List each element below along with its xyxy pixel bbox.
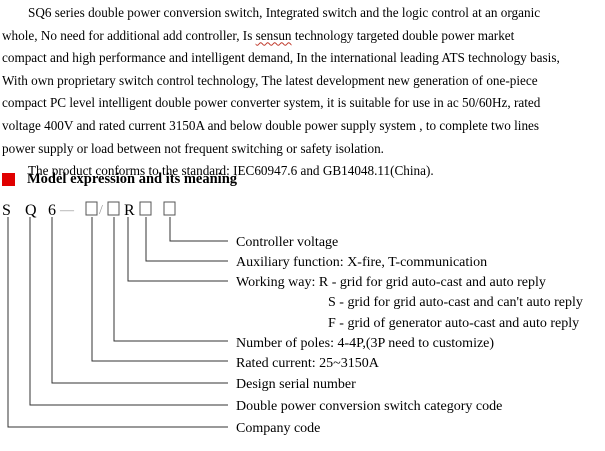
leader-controller-voltage xyxy=(169,217,228,242)
intro-line-4: With own proprietary switch control tech… xyxy=(2,72,538,88)
intro-line-1: SQ6 series double power conversion switc… xyxy=(28,5,541,20)
leader-poles-box xyxy=(91,217,228,362)
label-working-way-f: F - grid of generator auto-cast and auto… xyxy=(328,316,579,331)
label-company-code: Company code xyxy=(236,421,320,436)
leader-design-serial xyxy=(51,217,228,384)
leader-auxiliary-function xyxy=(145,217,228,262)
standard-line: The product conforms to the standard: IE… xyxy=(28,163,434,179)
code-letter-q: Q xyxy=(25,202,37,219)
label-rated-current: Rated current: 25~3150A xyxy=(236,356,380,371)
label-working-way-r: Working way: R - grid for grid auto-cast… xyxy=(236,275,546,290)
intro-line-2: whole, No need for additional add contro… xyxy=(2,27,515,43)
code-letter-6: 6 xyxy=(48,202,56,219)
leader-company-code xyxy=(7,217,228,428)
code-slash: / xyxy=(99,203,103,218)
intro-paragraph: SQ6 series double power conversion switc… xyxy=(2,2,602,183)
brand-word: sensun xyxy=(255,27,292,43)
section-heading: Model expression and its meaning xyxy=(2,170,237,188)
label-auxiliary-function: Auxiliary function: X-fire, T-communicat… xyxy=(236,255,487,270)
label-design-serial: Design serial number xyxy=(236,377,356,392)
label-controller-voltage: Controller voltage xyxy=(236,235,338,250)
leader-current-box xyxy=(113,217,228,342)
code-box-auxiliary xyxy=(139,201,152,216)
red-square-icon xyxy=(2,172,15,186)
code-box-poles xyxy=(85,201,98,216)
intro-line-6: voltage 400V and rated current 3150A and… xyxy=(2,117,540,133)
label-number-of-poles: Number of poles: 4-4P,(3P need to custom… xyxy=(236,336,494,351)
code-letter-s: S xyxy=(2,202,11,219)
label-working-way-s: S - grid for grid auto-cast and can't au… xyxy=(328,295,583,310)
code-box-controller xyxy=(163,201,176,216)
intro-line-7: power supply or load between not frequen… xyxy=(2,140,384,156)
leader-working-way xyxy=(127,217,228,282)
code-dash: — xyxy=(59,203,75,218)
code-letter-r: R xyxy=(124,202,135,219)
model-code-diagram: S Q 6 — / R Controller voltage Auxiliary… xyxy=(2,201,583,436)
leader-category-code xyxy=(29,217,228,406)
intro-line-5: compact PC level intelligent double powe… xyxy=(2,95,541,111)
intro-line-3: compact and high performance and intelli… xyxy=(2,50,560,66)
code-box-current xyxy=(107,201,120,216)
label-category-code: Double power conversion switch category … xyxy=(236,399,502,414)
section-title: Model expression and its meaning xyxy=(27,170,238,187)
